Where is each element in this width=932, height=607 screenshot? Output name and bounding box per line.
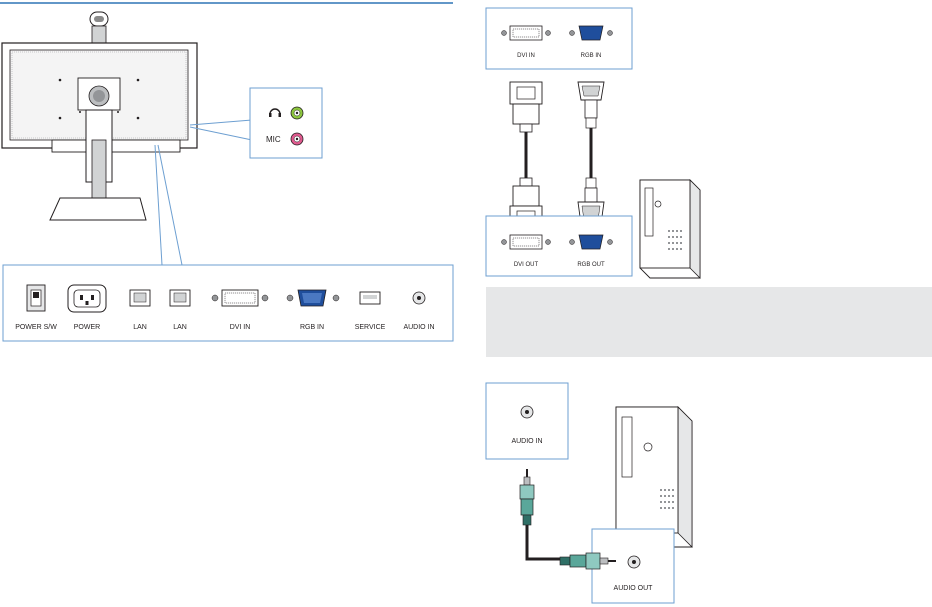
port-label-power-switch: POWER S/W bbox=[15, 324, 57, 331]
label-audio-in: AUDIO IN bbox=[511, 438, 542, 445]
label-dvi-out: DVI OUT bbox=[514, 262, 539, 268]
label-rgb-out: RGB OUT bbox=[577, 262, 605, 268]
port-label-service: SERVICE bbox=[355, 324, 386, 331]
port-label-power: POWER bbox=[74, 324, 100, 331]
headphone-jack bbox=[290, 106, 304, 120]
label-dvi-in: DVI IN bbox=[517, 53, 535, 59]
vga-cable bbox=[577, 81, 605, 225]
port-label-rgb-in: RGB IN bbox=[300, 324, 324, 331]
monitor-stand bbox=[49, 109, 147, 221]
label-rgb-in: RGB IN bbox=[581, 53, 602, 59]
power-socket-icon bbox=[67, 284, 107, 313]
dvi-cable bbox=[509, 81, 543, 229]
audio-out-jack-icon bbox=[627, 555, 641, 569]
rgb-out-port-icon bbox=[569, 234, 613, 250]
port-label-dvi-in: DVI IN bbox=[230, 324, 251, 331]
dvi-in-port-icon bbox=[501, 25, 551, 41]
port-label-lan-2: LAN bbox=[173, 324, 187, 331]
monitor-rear-diagram: MIC bbox=[0, 2, 454, 342]
port-label-audio-in: AUDIO IN bbox=[403, 324, 434, 331]
pc-tower-icon bbox=[639, 179, 701, 279]
note-box bbox=[486, 287, 932, 357]
pc-tower-icon bbox=[615, 406, 693, 548]
dvi-port-icon bbox=[211, 289, 269, 307]
audio-in-jack-icon bbox=[520, 405, 534, 419]
headphone-icon bbox=[269, 108, 281, 117]
stereo-audio-cable bbox=[519, 469, 616, 570]
usb-service-port-icon bbox=[359, 291, 381, 305]
port-label-lan-1: LAN bbox=[133, 324, 147, 331]
pc-output-box bbox=[485, 215, 633, 277]
mic-jack bbox=[290, 132, 304, 146]
dvi-out-port-icon bbox=[501, 234, 551, 250]
mic-label: MIC bbox=[266, 135, 281, 144]
lan-port-icon bbox=[129, 289, 151, 307]
side-port-callout bbox=[249, 87, 323, 159]
rgb-in-port-icon bbox=[569, 25, 613, 41]
audio-connection-diagram: AUDIO IN AUDIO OUT bbox=[485, 382, 693, 604]
lan-port-icon bbox=[169, 289, 191, 307]
label-audio-out: AUDIO OUT bbox=[614, 585, 654, 592]
audio-in-jack-icon bbox=[412, 291, 426, 305]
power-switch-icon bbox=[26, 284, 46, 312]
video-connection-diagram: DVI IN RGB IN DVI OUT RGB OUT bbox=[485, 7, 701, 279]
monitor-audio-in-box bbox=[485, 382, 569, 460]
rgb-port-icon bbox=[286, 289, 340, 307]
monitor-input-box bbox=[485, 7, 633, 70]
